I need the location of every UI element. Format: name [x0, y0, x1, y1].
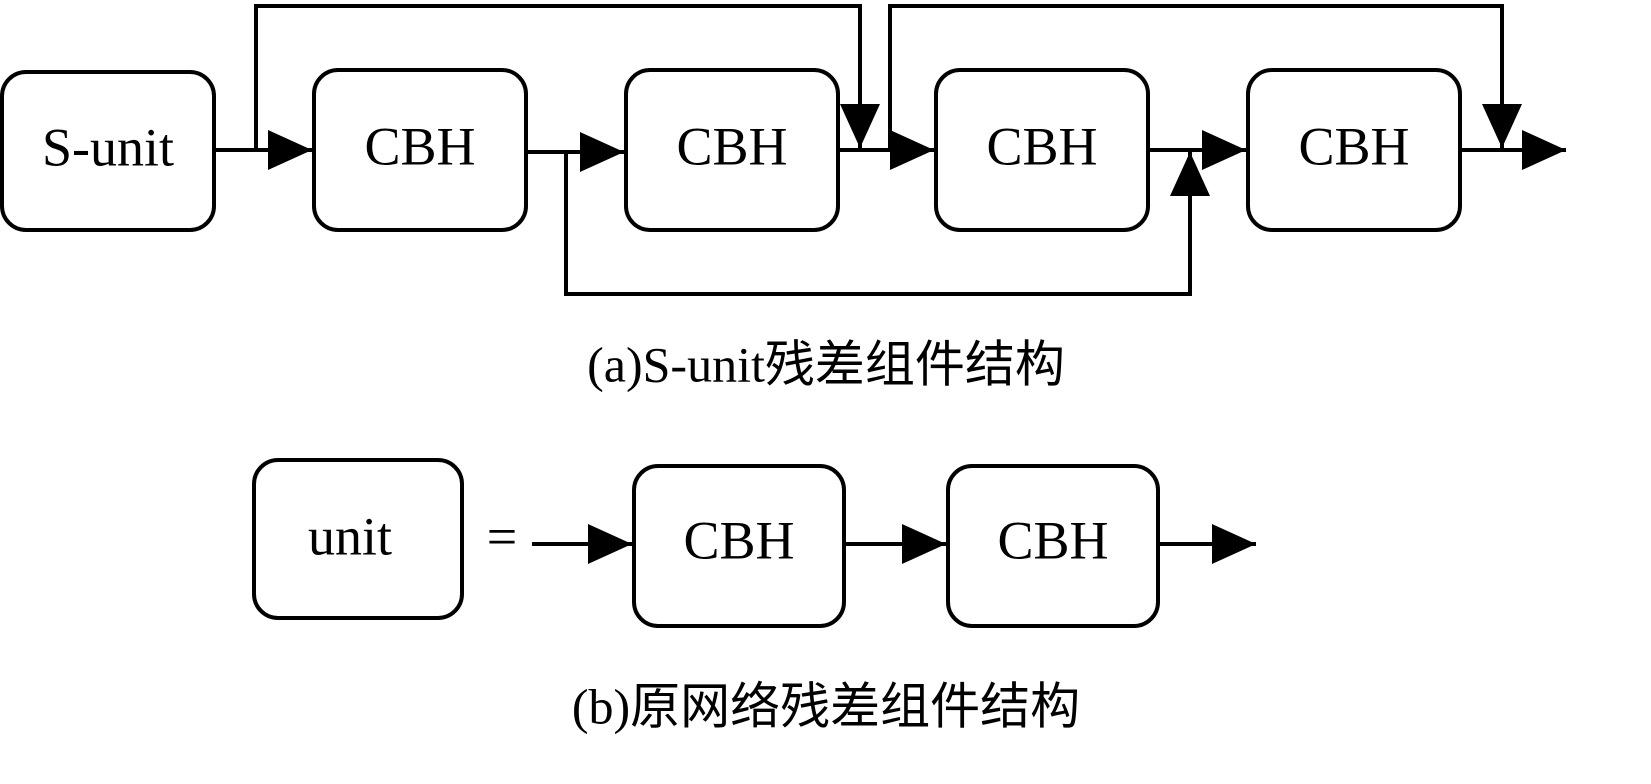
node-cbh-b2-label: CBH — [997, 510, 1108, 570]
node-s-unit-label: S-unit — [42, 117, 174, 177]
node-cbh-a1-label: CBH — [364, 116, 475, 176]
skip-connection-cbh2-to-output — [888, 4, 1522, 150]
skip-connection-cbh1-to-cbh4 — [564, 152, 1210, 296]
diagram-b: unit = CBH CBH (b)原网络残差组件结构 — [252, 458, 1256, 734]
node-cbh-b1: CBH — [632, 464, 846, 628]
node-cbh-a3-label: CBH — [986, 116, 1097, 176]
skip-connection-sunit-to-cbh3 — [254, 4, 880, 150]
node-cbh-a4-label: CBH — [1298, 116, 1409, 176]
node-cbh-a2: CBH — [624, 68, 840, 232]
node-s-unit: S-unit — [0, 70, 216, 232]
node-unit-label: unit — [308, 506, 392, 566]
node-cbh-a2-label: CBH — [676, 116, 787, 176]
node-cbh-a4: CBH — [1246, 68, 1462, 232]
caption-a: (a)S-unit残差组件结构 — [587, 336, 1065, 392]
equals-sign: = — [487, 506, 517, 566]
node-cbh-b1-label: CBH — [683, 510, 794, 570]
node-cbh-a1: CBH — [312, 68, 528, 232]
node-unit: unit — [252, 458, 464, 620]
caption-b: (b)原网络残差组件结构 — [572, 678, 1080, 734]
node-cbh-a3: CBH — [934, 68, 1150, 232]
node-cbh-b2: CBH — [946, 464, 1160, 628]
diagram-a: S-unit CBH CBH CBH CBH (a)S-unit残差组件结构 — [0, 4, 1566, 392]
